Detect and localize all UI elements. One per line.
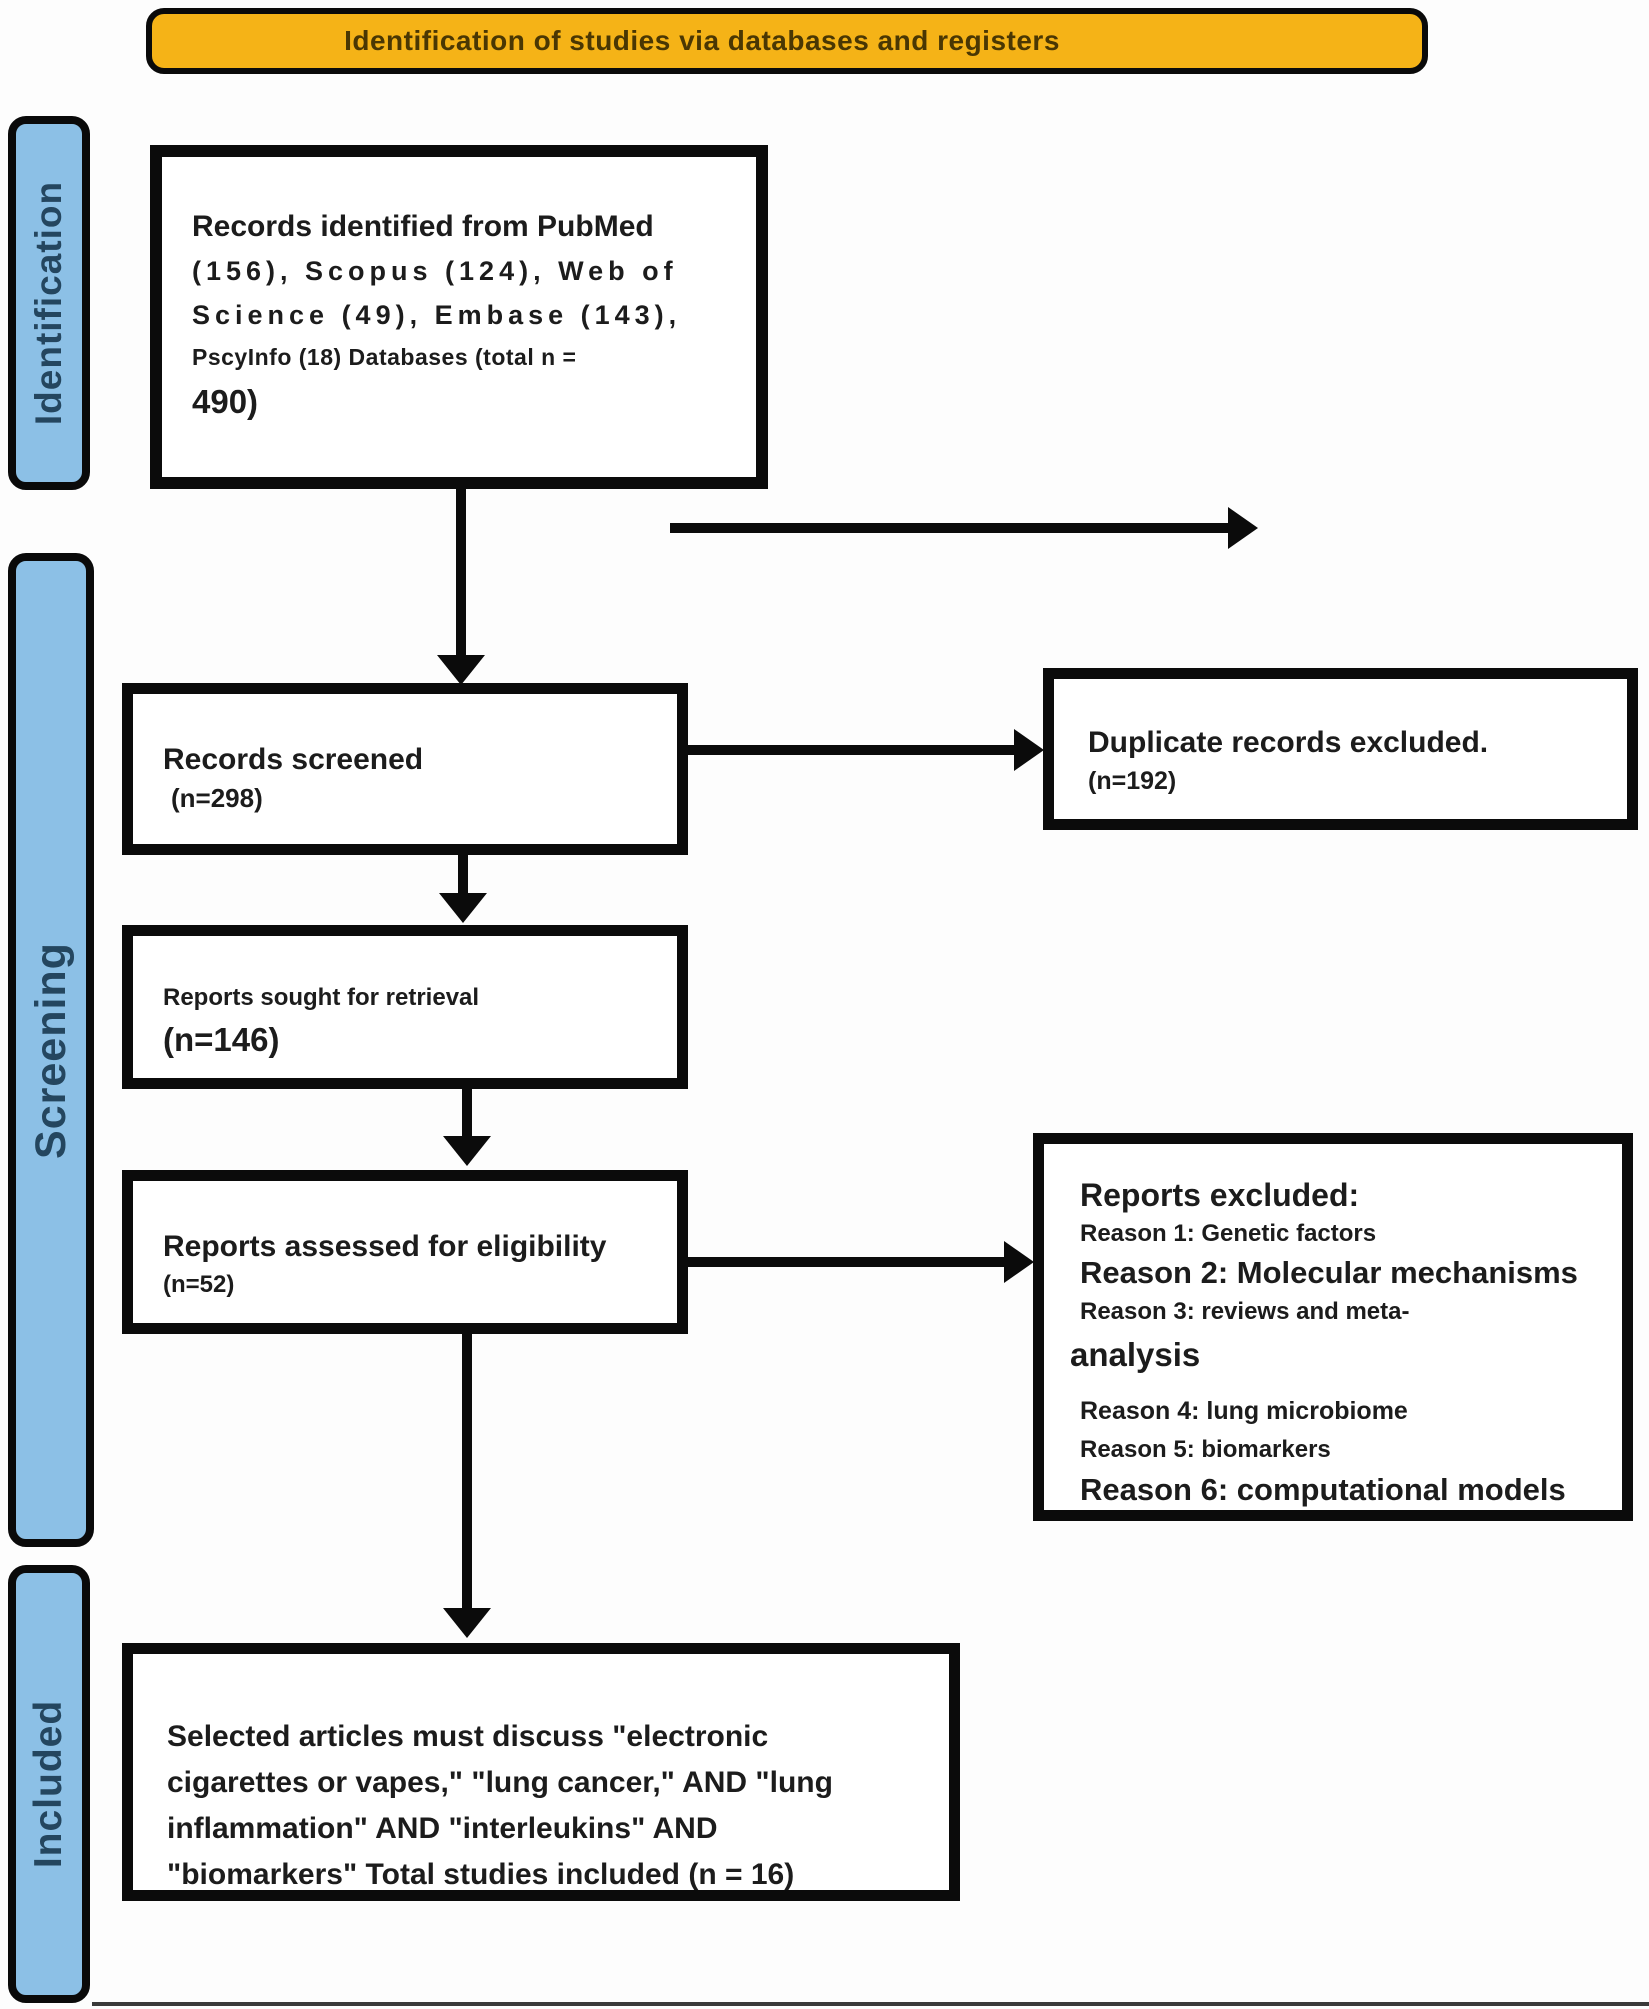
stage-label-screening: Screening	[26, 941, 75, 1159]
arrow-screened-to-duplicates-head	[1014, 729, 1044, 771]
reports-excluded-reason3-cont: analysis	[1070, 1336, 1201, 1373]
reports-excluded-reason6: Reason 6: computational models	[1080, 1472, 1566, 1507]
arrow-assessed-to-excluded-head	[1004, 1241, 1034, 1283]
studies-included-line1: Selected articles must discuss "electron…	[167, 1720, 769, 1753]
reports-excluded-reason1: Reason 1: Genetic factors	[1080, 1220, 1377, 1247]
arrow-assessed-to-included-shaft	[462, 1334, 472, 1612]
arrow-screened-to-sought-shaft	[458, 855, 468, 897]
arrow-identified-to-screened-shaft	[456, 489, 466, 661]
studies-included-line4: "biomarkers" Total studies included (n =…	[167, 1858, 795, 1891]
arrow-top-right-shaft	[670, 523, 1230, 533]
arrow-assessed-to-excluded-shaft	[688, 1257, 1006, 1267]
duplicates-excluded-title: Duplicate records excluded.	[1088, 726, 1489, 759]
box-reports-excluded: Reports excluded: Reason 1: Genetic fact…	[1033, 1133, 1633, 1521]
arrow-screened-to-duplicates-shaft	[688, 745, 1016, 755]
arrow-screened-to-sought-head	[439, 893, 487, 923]
box-reports-sought: Reports sought for retrieval (n=146)	[122, 925, 688, 1089]
reports-assessed-title: Reports assessed for eligibility	[163, 1230, 607, 1263]
arrow-assessed-to-included-head	[443, 1608, 491, 1638]
box-studies-included: Selected articles must discuss "electron…	[122, 1643, 960, 1901]
stage-bar-identification: Identification	[8, 116, 90, 490]
stage-label-identification: Identification	[28, 180, 70, 426]
studies-included-line2: cigarettes or vapes," "lung cancer," AND…	[167, 1766, 833, 1799]
diagram-title: Identification of studies via databases …	[344, 25, 1060, 56]
duplicates-excluded-count: (n=192)	[1088, 767, 1177, 795]
box-records-screened: Records screened (n=298)	[122, 683, 688, 855]
stage-bar-screening: Screening	[8, 553, 94, 1547]
figure-bottom-edge	[92, 2002, 1649, 2006]
title-banner: Identification of studies via databases …	[146, 8, 1428, 74]
arrow-sought-to-assessed-head	[443, 1136, 491, 1166]
reports-excluded-reason2: Reason 2: Molecular mechanisms	[1080, 1255, 1578, 1290]
stage-bar-included: Included	[8, 1565, 90, 2003]
box-duplicates-excluded: Duplicate records excluded. (n=192)	[1043, 668, 1638, 830]
reports-sought-count: (n=146)	[163, 1021, 280, 1058]
reports-excluded-title: Reports excluded:	[1080, 1177, 1360, 1213]
reports-excluded-reason5: Reason 5: biomarkers	[1080, 1436, 1331, 1463]
box-records-identified: Records identified from PubMed (156), Sc…	[150, 145, 768, 489]
arrow-identified-to-screened-head	[437, 655, 485, 685]
reports-sought-title: Reports sought for retrieval	[163, 984, 480, 1011]
records-screened-title: Records screened	[163, 743, 424, 776]
records-identified-line3: Science (49), Embase (143),	[192, 300, 682, 330]
records-identified-line1: Records identified from PubMed	[192, 210, 654, 243]
arrow-sought-to-assessed-shaft	[462, 1089, 472, 1139]
studies-included-line3: inflammation" AND "interleukins" AND	[167, 1812, 718, 1845]
records-screened-count: (n=298)	[171, 783, 263, 813]
reports-excluded-reason3: Reason 3: reviews and meta-	[1080, 1298, 1410, 1325]
records-identified-line2: (156), Scopus (124), Web of	[192, 256, 678, 286]
arrow-top-right-head	[1228, 507, 1258, 549]
reports-assessed-count: (n=52)	[163, 1271, 235, 1298]
records-identified-line4: PscyInfo (18) Databases (total n =	[192, 344, 577, 370]
reports-excluded-reason4: Reason 4: lung microbiome	[1080, 1397, 1408, 1425]
box-reports-assessed: Reports assessed for eligibility (n=52)	[122, 1170, 688, 1334]
records-identified-line5: 490)	[192, 383, 259, 420]
stage-label-included: Included	[27, 1699, 70, 1869]
